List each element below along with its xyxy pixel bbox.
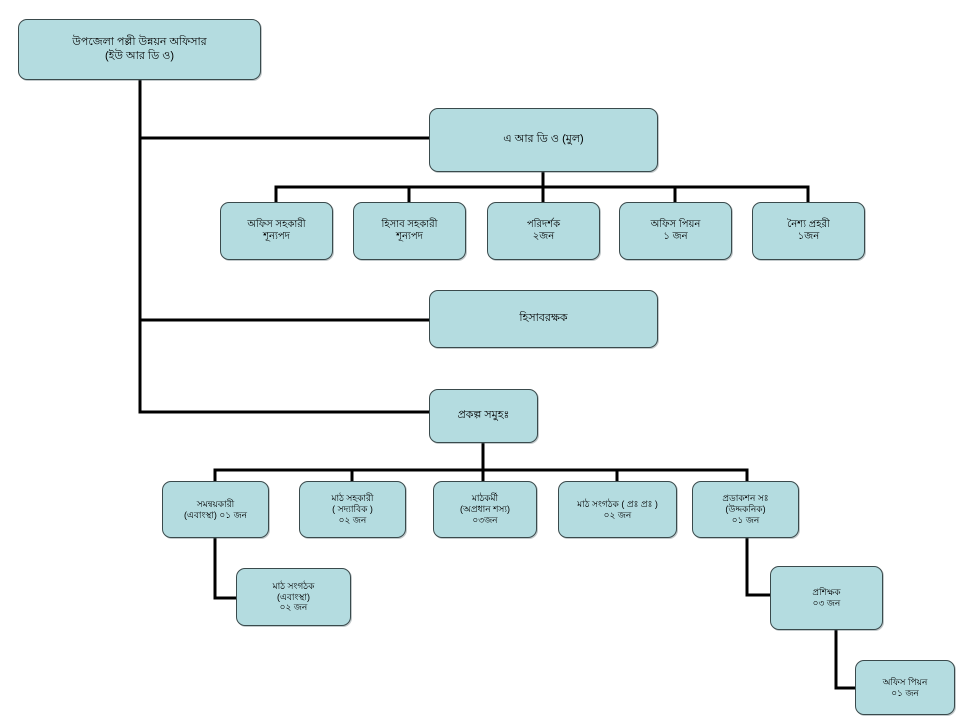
node-coordinator[interactable]: সমন্বয়কারী (এবাংস্থা) ০১ জন <box>162 481 269 538</box>
node-line-1: মাঠ সংগঠক <box>272 580 315 591</box>
node-line-1: প্রশিক্ষক <box>812 587 841 598</box>
node-line-2: ০৩ জন <box>812 598 841 608</box>
node-line-1: এ আর ডি ও (মুল) <box>503 133 584 146</box>
node-accountant[interactable]: হিসাবরক্ষক <box>429 290 658 348</box>
node-line-2: ০১ জন <box>891 687 919 698</box>
node-line-1: সমন্বয়কারী <box>196 498 235 509</box>
node-line-2: (এবাংস্থা) <box>277 591 310 602</box>
node-line-1: মাঠ সংগঠক ( প্রঃ প্রঃ ) <box>577 498 658 509</box>
node-line-3: ০২ জন <box>279 602 308 613</box>
node-trainer[interactable]: প্রশিক্ষক ০৩ জন <box>770 566 883 630</box>
node-line-1: অফিস সহকারী <box>247 218 306 230</box>
node-line-1: অফিস পিয়ন <box>650 218 701 230</box>
node-line-2: ২জন <box>532 231 555 242</box>
node-line-3: ০২ জন <box>338 514 367 525</box>
node-upazila-rural-development-officer[interactable]: উপজেলা পল্লী উন্নয়ন অফিসার (ইউ আর ডি ও) <box>18 19 261 80</box>
node-field-organizer[interactable]: মাঠ সংগঠক (এবাংস্থা) ০২ জন <box>236 568 351 626</box>
node-line-2: (ইউ আর ডি ও) <box>104 49 174 62</box>
coordinator-to-field-organizer <box>213 536 238 600</box>
node-line-1: প্রকল্প সমুহঃ <box>457 409 510 422</box>
node-line-1: প্রডাকশন সঃ <box>722 493 769 504</box>
node-line-2: ০২ জন <box>603 509 632 520</box>
node-accounts-assistant[interactable]: হিসাব সহকারী শূন্যপদ <box>353 202 466 260</box>
node-field-worker[interactable]: মাঠকর্মী (অপ্রধান শস্য) ০৩জন <box>433 481 537 538</box>
node-line-2: শূন্যপদ <box>263 231 290 242</box>
node-line-2: ১ জন <box>663 231 688 242</box>
node-night-guard[interactable]: নৈশ্য প্রহরী ১জন <box>752 202 865 260</box>
node-line-2: (উদ্দকনিক) <box>725 504 766 515</box>
node-line-1: হিসাব সহকারী <box>381 218 438 230</box>
node-field-organizer-pp[interactable]: মাঠ সংগঠক ( প্রঃ প্রঃ ) ০২ জন <box>558 481 677 538</box>
node-line-2: ১জন <box>797 231 820 242</box>
node-office-peon[interactable]: অফিস পিয়ন ১ জন <box>619 202 732 260</box>
node-line-1: মাঠ সহকারী <box>331 493 374 504</box>
trainer-to-office-peon <box>834 628 857 690</box>
node-line-1: হিসাবরক্ষক <box>519 312 568 325</box>
node-office-assistant[interactable]: অফিস সহকারী শূন্যপদ <box>220 202 333 260</box>
node-line-1: নৈশ্য প্রহরী <box>787 218 830 230</box>
node-line-2: ( সদ্যাবিক ) <box>332 504 373 515</box>
node-ardo[interactable]: এ আর ডি ও (মুল) <box>429 108 658 172</box>
node-projects[interactable]: প্রকল্প সমুহঃ <box>429 389 538 443</box>
node-line-2: (এবাংস্থা) ০১ জন <box>183 509 248 520</box>
node-line-1: উপজেলা পল্লী উন্নয়ন অফিসার <box>72 36 207 49</box>
node-line-1: অফিস পিয়ন <box>882 676 928 687</box>
node-field-assistant[interactable]: মাঠ সহকারী ( সদ্যাবিক ) ০২ জন <box>299 481 406 538</box>
node-line-3: ০১ জন <box>731 514 760 525</box>
node-line-2: (অপ্রধান শস্য) <box>460 504 510 515</box>
node-line-1: মাঠকর্মী <box>471 493 499 504</box>
node-line-2: শূন্যপদ <box>396 231 423 242</box>
node-line-1: পরিদর্শক <box>526 218 561 230</box>
production-to-trainer <box>745 536 772 597</box>
node-line-3: ০৩জন <box>472 514 498 525</box>
node-inspector[interactable]: পরিদর্শক ২জন <box>487 202 600 260</box>
node-production-assistant[interactable]: প্রডাকশন সঃ (উদ্দকনিক) ০১ জন <box>692 481 799 538</box>
node-office-peon-bottom[interactable]: অফিস পিয়ন ০১ জন <box>855 660 955 715</box>
